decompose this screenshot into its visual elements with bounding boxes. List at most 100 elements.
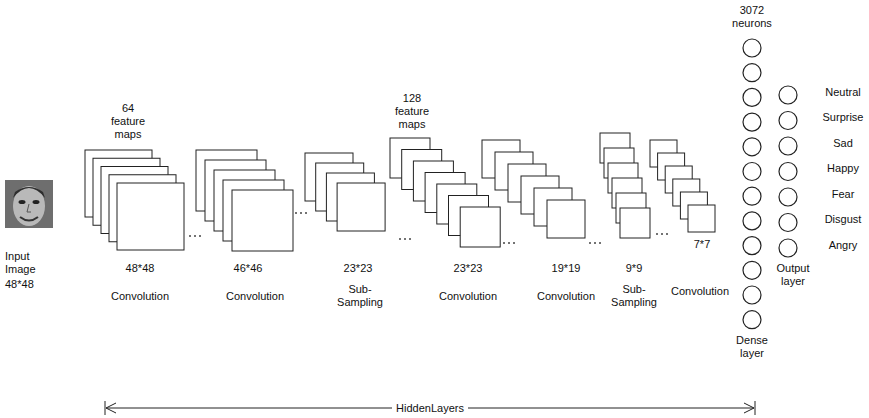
dot <box>589 242 591 244</box>
feature-map-layer: 23*23Sub-Sampling <box>305 153 386 309</box>
dot <box>199 235 201 237</box>
dot <box>666 233 668 235</box>
layer-label: 48*48 <box>5 278 34 291</box>
layer-label: 48*48 <box>126 262 155 275</box>
dot <box>508 242 510 244</box>
ellipsis-dots <box>503 242 515 244</box>
layer-label: Input Image <box>5 250 43 276</box>
feature-map <box>620 208 650 238</box>
face <box>13 186 45 226</box>
neuron-column <box>743 39 761 329</box>
feature-map <box>547 200 585 238</box>
layer-label: Convolution <box>111 290 169 303</box>
feature-map <box>688 205 715 232</box>
feature-map-layer: 128 feature maps 23*23Convolution <box>389 92 500 303</box>
layer-label: Dense layer <box>731 334 773 360</box>
bracket-arrowhead <box>744 403 754 413</box>
neuron <box>779 188 797 206</box>
neuron-layer: Output layer <box>772 86 814 288</box>
dot <box>599 242 601 244</box>
neuron <box>743 113 761 131</box>
neuron <box>743 88 761 106</box>
layer-label: 9*9 <box>626 262 643 275</box>
dot <box>399 238 401 240</box>
layer-label: 3072 neurons <box>726 4 778 30</box>
feature-map-layer: 64 feature maps 48*48Convolution <box>85 102 184 303</box>
neuron <box>743 261 761 279</box>
face-image <box>5 180 53 228</box>
feature-map <box>460 207 500 247</box>
dot <box>305 212 307 214</box>
neuron-column <box>779 86 797 257</box>
layer-label: Sub-Sampling <box>334 283 386 309</box>
neuron <box>743 138 761 156</box>
class-label: Angry <box>829 239 858 252</box>
dot <box>656 233 658 235</box>
dot <box>661 233 663 235</box>
dot <box>503 242 505 244</box>
class-label: Fear <box>832 188 855 201</box>
bracket-arrowhead <box>106 403 116 413</box>
feature-map-layer: 46*46Convolution <box>196 150 293 303</box>
feature-map-stack <box>600 133 650 238</box>
feature-map <box>117 183 184 250</box>
feature-map-stack <box>650 140 715 232</box>
ellipsis-dots <box>399 238 411 240</box>
neuron <box>779 214 797 232</box>
neuron <box>779 239 797 257</box>
layer-label: 23*23 <box>454 262 483 275</box>
ellipsis-dots <box>656 233 668 235</box>
feature-map <box>337 183 385 231</box>
neuron <box>779 163 797 181</box>
neuron-layer: 3072 neuronsDense layer <box>726 4 778 360</box>
layer-label: Convolution <box>671 285 729 298</box>
feature-map <box>232 190 293 251</box>
layer-label: 7*7 <box>694 238 711 251</box>
dot <box>404 238 406 240</box>
neuron <box>743 39 761 57</box>
neuron <box>779 137 797 155</box>
feature-map-stack <box>305 153 385 231</box>
dot <box>409 238 411 240</box>
nose <box>27 204 31 212</box>
neuron <box>743 286 761 304</box>
feature-map-layer: 9*9Sub-Sampling <box>600 133 660 309</box>
class-label: Sad <box>833 137 853 150</box>
layer-label: 64 feature maps <box>105 102 151 141</box>
class-label: Surprise <box>823 111 864 124</box>
neuron <box>743 64 761 82</box>
feature-map-stack <box>85 150 184 250</box>
eye <box>19 200 26 204</box>
neuron <box>743 187 761 205</box>
feature-map-layer: 7*7Convolution <box>650 140 729 298</box>
layer-label: Convolution <box>439 290 497 303</box>
ellipsis-dots <box>189 235 201 237</box>
class-label: Happy <box>827 162 859 175</box>
ellipsis-dots <box>295 212 307 214</box>
neuron <box>743 237 761 255</box>
layer-label: Convolution <box>537 290 595 303</box>
neuron <box>743 163 761 181</box>
neuron <box>743 212 761 230</box>
eye <box>33 200 40 204</box>
class-label: Neutral <box>825 86 860 99</box>
dot <box>189 235 191 237</box>
ellipsis-dots <box>589 242 601 244</box>
layer-label: 23*23 <box>344 262 373 275</box>
layer-label: Sub-Sampling <box>608 283 660 309</box>
feature-map-stack <box>196 150 293 251</box>
mouth <box>20 217 38 221</box>
image-ground <box>5 180 53 228</box>
dot <box>295 212 297 214</box>
hidden-layers-bracket <box>105 401 755 415</box>
dot <box>300 212 302 214</box>
feature-map-stack <box>482 140 585 238</box>
input-image: Input Image 48*48 <box>5 180 53 291</box>
neuron <box>779 112 797 130</box>
neuron <box>779 86 797 104</box>
bracket-label: HiddenLayers <box>392 402 468 415</box>
layer-label: 128 feature maps <box>389 92 435 131</box>
layer-label: 19*19 <box>552 262 581 275</box>
